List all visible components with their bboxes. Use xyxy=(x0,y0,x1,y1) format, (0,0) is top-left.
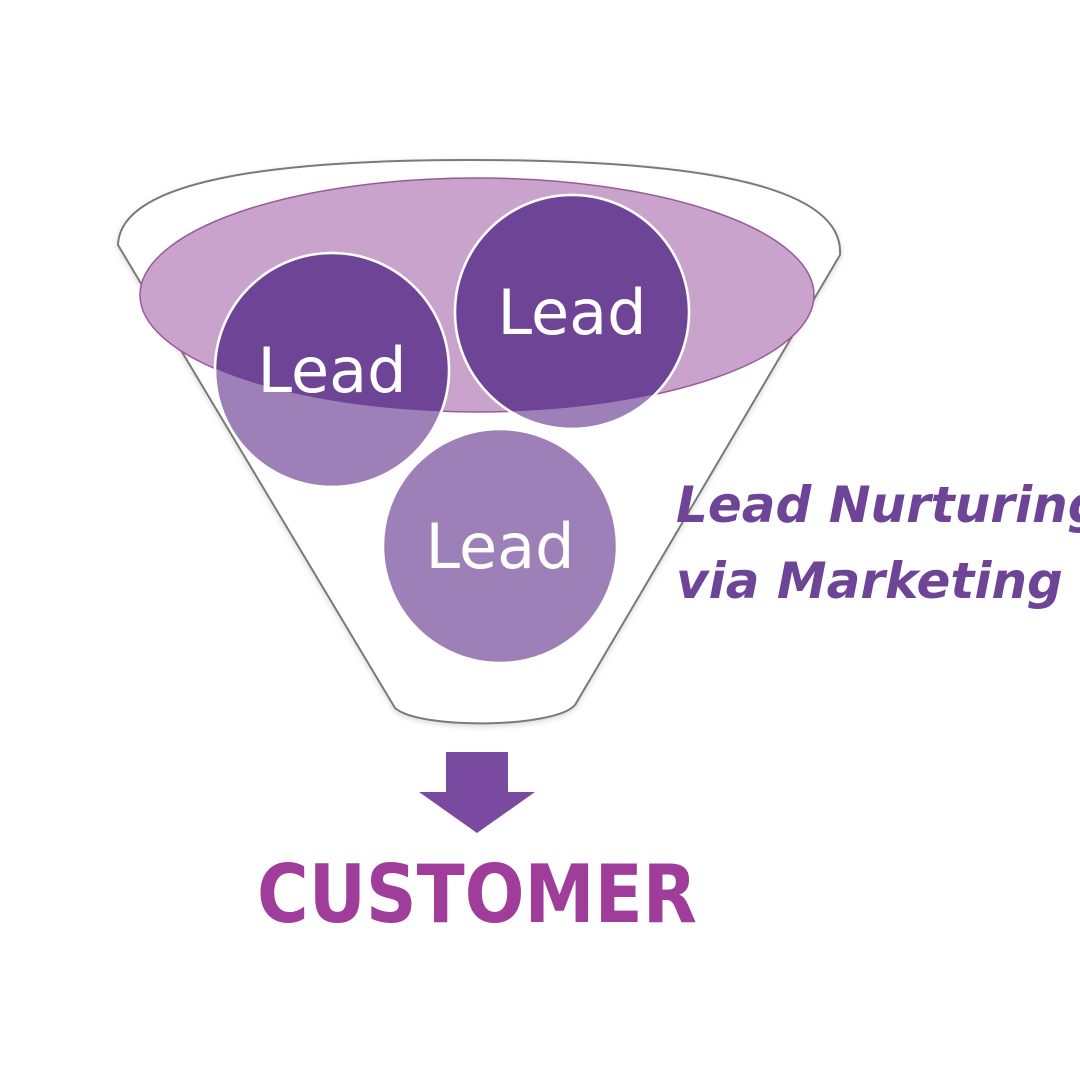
caption-line-2: via Marketing xyxy=(676,552,1063,610)
down-arrow-icon xyxy=(419,752,535,833)
lead-label-right: Lead xyxy=(498,276,647,349)
lead-circle-bottom: Lead xyxy=(381,427,619,665)
lead-label-bottom: Lead xyxy=(426,510,575,583)
lead-label-left: Lead xyxy=(258,334,407,407)
caption-line-1: Lead Nurturing xyxy=(676,476,1080,534)
lead-circle-right: Lead xyxy=(453,193,691,431)
customer-label: CUSTOMER xyxy=(257,848,697,941)
lead-circle-left: Lead xyxy=(213,251,451,489)
